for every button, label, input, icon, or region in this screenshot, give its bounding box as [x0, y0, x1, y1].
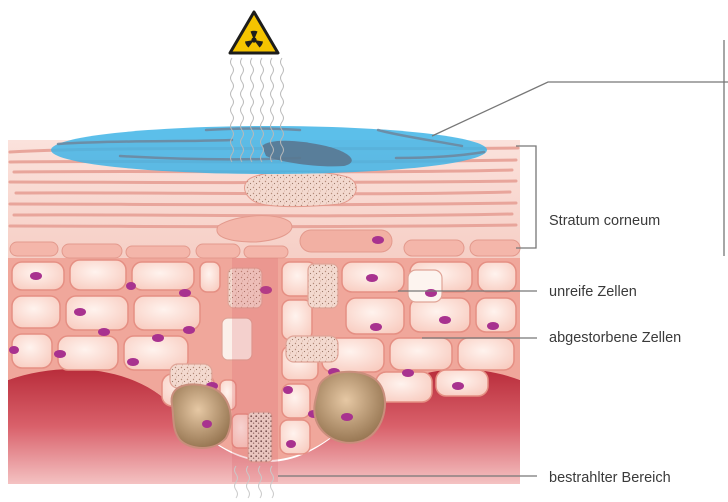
- water-layer: [51, 126, 487, 174]
- label-unreife-zellen: unreife Zellen: [549, 284, 637, 300]
- radiation-warning-icon: [230, 12, 278, 53]
- label-abgestorbene-zellen: abgestorbene Zellen: [549, 330, 681, 346]
- label-bestrahlter-bereich: bestrahlter Bereich: [549, 470, 671, 486]
- radiation-beam: [231, 58, 284, 498]
- label-stratum-corneum: Stratum corneum: [549, 213, 660, 229]
